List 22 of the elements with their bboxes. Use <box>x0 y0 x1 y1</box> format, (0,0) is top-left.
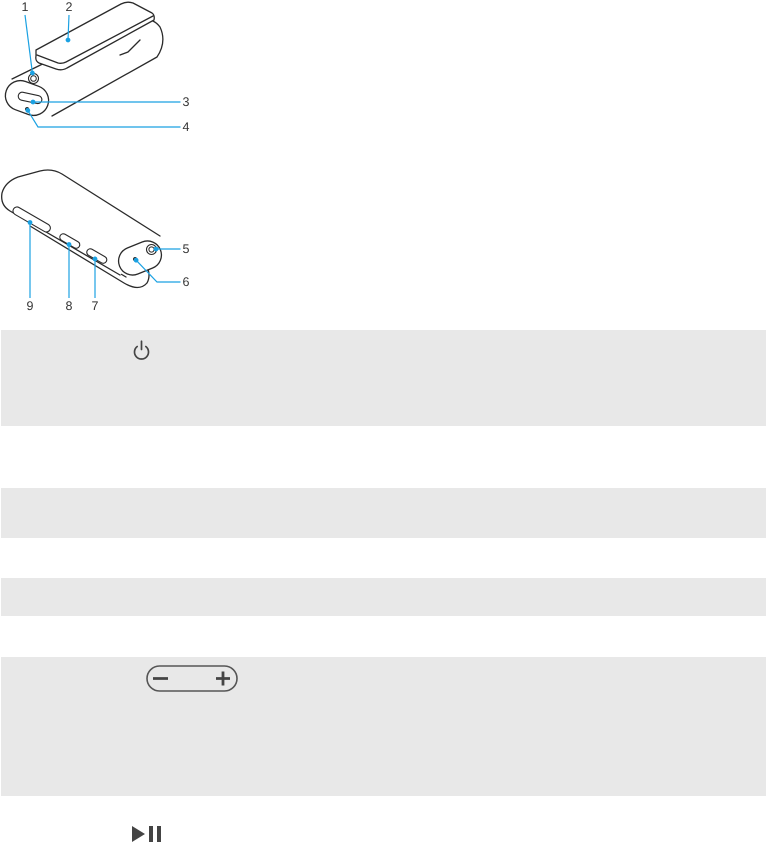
leader-line <box>66 242 72 298</box>
power-button <box>26 72 40 84</box>
callout-number: 7 <box>92 299 98 313</box>
callout-number: 5 <box>182 242 190 256</box>
callout-number: 8 <box>66 299 72 313</box>
callout-number: 2 <box>66 0 72 14</box>
leader-line <box>30 100 180 104</box>
callout-number: 4 <box>182 120 190 134</box>
leader-line <box>24 14 35 76</box>
leader-line <box>154 246 180 252</box>
callout-number: 1 <box>22 0 28 14</box>
leader-line <box>134 258 180 283</box>
indicator-light <box>24 106 30 112</box>
leader-line <box>92 256 98 298</box>
pinhole <box>132 256 138 262</box>
leader-line <box>25 108 180 128</box>
callout-number: 3 <box>182 95 190 109</box>
usb-port <box>16 90 44 106</box>
leader-line <box>28 220 32 298</box>
callout-number: 6 <box>182 275 190 289</box>
callout-number: 9 <box>26 299 34 313</box>
leader-line <box>66 14 70 42</box>
